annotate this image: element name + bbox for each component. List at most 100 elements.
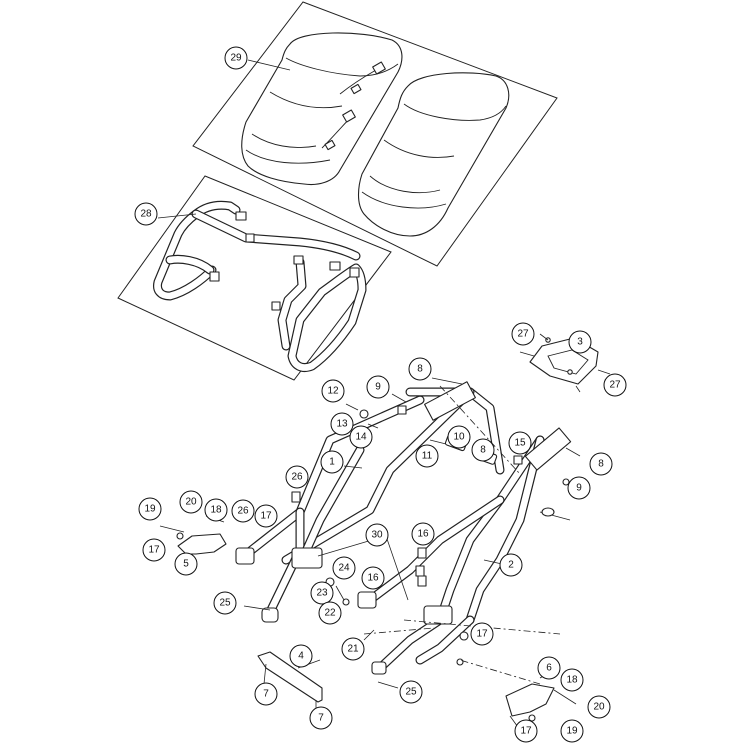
callout-17-right: 17 bbox=[470, 622, 494, 646]
svg-text:20: 20 bbox=[593, 702, 605, 713]
svg-text:17: 17 bbox=[520, 726, 532, 737]
svg-text:14: 14 bbox=[355, 432, 367, 443]
svg-text:28: 28 bbox=[140, 209, 152, 220]
bracket-right bbox=[505, 683, 577, 731]
bracket-left bbox=[159, 515, 227, 555]
callout-26-upper: 26 bbox=[285, 465, 309, 489]
svg-text:17: 17 bbox=[148, 545, 160, 556]
callout-1: 1 bbox=[320, 450, 344, 474]
svg-text:18: 18 bbox=[210, 505, 222, 516]
svg-text:8: 8 bbox=[480, 445, 486, 456]
svg-text:12: 12 bbox=[327, 386, 339, 397]
callout-7-left: 7 bbox=[254, 682, 278, 706]
pannier-panel-border bbox=[192, 1, 558, 267]
subframe-left bbox=[235, 381, 505, 623]
svg-text:25: 25 bbox=[405, 687, 417, 698]
callout-20-right: 20 bbox=[587, 695, 611, 719]
callout-17-bottom: 17 bbox=[514, 719, 538, 743]
callout-8-top: 8 bbox=[408, 357, 432, 381]
callout-8-right: 8 bbox=[589, 452, 613, 476]
right-pannier bbox=[357, 72, 510, 237]
pannier-group bbox=[192, 1, 558, 267]
callout-2: 2 bbox=[499, 553, 523, 577]
callout-18-left: 18 bbox=[204, 498, 228, 522]
callout-5: 5 bbox=[174, 552, 198, 576]
callout-12: 12 bbox=[321, 379, 345, 403]
callout-28: 28 bbox=[134, 202, 158, 226]
svg-text:19: 19 bbox=[144, 504, 156, 515]
svg-text:17: 17 bbox=[476, 629, 488, 640]
svg-text:27: 27 bbox=[517, 329, 529, 340]
callout-13: 13 bbox=[330, 412, 354, 436]
svg-text:9: 9 bbox=[576, 483, 582, 494]
callout-10: 10 bbox=[447, 425, 471, 449]
callout-3: 3 bbox=[568, 330, 592, 354]
callout-20-left: 20 bbox=[179, 490, 203, 514]
left-pannier bbox=[241, 32, 403, 186]
svg-text:26: 26 bbox=[291, 472, 303, 483]
left-pannier-seam bbox=[285, 57, 399, 77]
svg-text:26: 26 bbox=[237, 506, 249, 517]
svg-text:8: 8 bbox=[598, 459, 604, 470]
svg-text:15: 15 bbox=[514, 438, 526, 449]
svg-text:4: 4 bbox=[298, 651, 304, 662]
callout-21: 21 bbox=[341, 637, 365, 661]
svg-text:13: 13 bbox=[336, 419, 348, 430]
callout-30: 30 bbox=[365, 523, 389, 547]
callout-19-left: 19 bbox=[138, 497, 162, 521]
callout-24: 24 bbox=[332, 556, 356, 580]
callout-16-upper: 16 bbox=[411, 522, 435, 546]
rack-panel-border bbox=[117, 175, 392, 381]
callout-25-left: 25 bbox=[213, 591, 237, 615]
svg-text:7: 7 bbox=[318, 713, 324, 724]
svg-text:29: 29 bbox=[230, 53, 242, 64]
svg-text:7: 7 bbox=[263, 689, 269, 700]
svg-text:3: 3 bbox=[577, 337, 583, 348]
callout-14: 14 bbox=[349, 425, 373, 449]
callout-16-lower: 16 bbox=[361, 566, 385, 590]
callout-9-top: 9 bbox=[366, 375, 390, 399]
callout-4: 4 bbox=[289, 644, 313, 668]
svg-text:23: 23 bbox=[316, 588, 328, 599]
svg-text:30: 30 bbox=[371, 530, 383, 541]
callout-11: 11 bbox=[415, 444, 439, 468]
svg-text:25: 25 bbox=[219, 598, 231, 609]
callout-8-mid: 8 bbox=[471, 438, 495, 462]
pannier-rack-group bbox=[117, 175, 392, 381]
svg-text:19: 19 bbox=[566, 726, 578, 737]
svg-text:21: 21 bbox=[347, 644, 359, 655]
callout-27-top: 27 bbox=[511, 322, 535, 346]
svg-text:22: 22 bbox=[324, 608, 336, 619]
svg-text:24: 24 bbox=[338, 563, 350, 574]
svg-text:2: 2 bbox=[508, 560, 514, 571]
svg-text:9: 9 bbox=[375, 382, 381, 393]
svg-text:6: 6 bbox=[546, 663, 552, 674]
svg-text:16: 16 bbox=[417, 529, 429, 540]
callout-9-right: 9 bbox=[567, 476, 591, 500]
left-pannier-strap-upper bbox=[339, 69, 377, 95]
svg-text:5: 5 bbox=[183, 559, 189, 570]
callout-22: 22 bbox=[318, 601, 342, 625]
svg-text:11: 11 bbox=[422, 451, 433, 462]
callout-25-right: 25 bbox=[399, 680, 423, 704]
callout-17-left: 17 bbox=[254, 504, 278, 528]
callout-15: 15 bbox=[508, 431, 532, 455]
svg-text:27: 27 bbox=[609, 380, 621, 391]
svg-text:10: 10 bbox=[453, 432, 465, 443]
svg-text:16: 16 bbox=[367, 573, 379, 584]
callout-29: 29 bbox=[224, 46, 248, 70]
callout-18-right: 18 bbox=[560, 668, 584, 692]
callout-19-right: 19 bbox=[560, 719, 584, 743]
callout-6: 6 bbox=[537, 656, 561, 680]
svg-text:20: 20 bbox=[185, 497, 197, 508]
callout-27-right: 27 bbox=[603, 373, 627, 397]
callout-7-right: 7 bbox=[309, 706, 333, 730]
svg-text:1: 1 bbox=[329, 457, 335, 468]
subframe-right bbox=[357, 427, 572, 675]
callout-17-far-left: 17 bbox=[142, 538, 166, 562]
svg-text:18: 18 bbox=[566, 675, 578, 686]
callout-23: 23 bbox=[310, 581, 334, 605]
carrier-bracket bbox=[519, 333, 611, 393]
leader-lines bbox=[157, 59, 551, 679]
